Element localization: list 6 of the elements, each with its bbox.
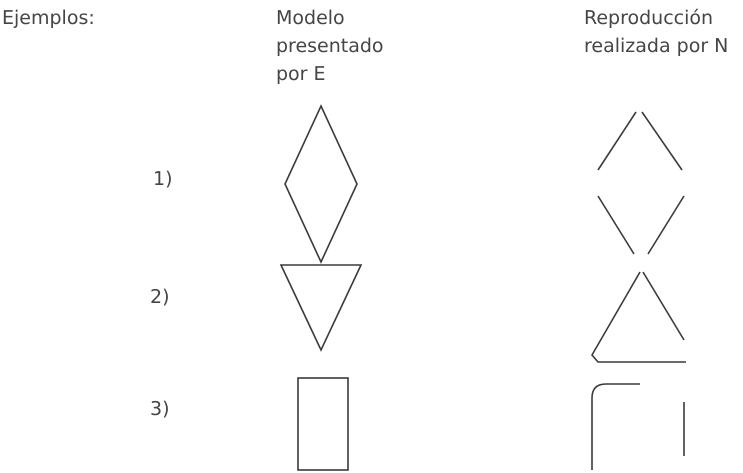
row-number: 1)	[153, 167, 174, 192]
column-heading: Modelo presentado por E	[276, 6, 385, 87]
column-heading: Reproducción realizada por N	[584, 6, 730, 59]
heading-text: Ejemplos:	[2, 6, 96, 31]
row-number: 3)	[150, 397, 171, 422]
row-number: 2)	[150, 285, 171, 310]
